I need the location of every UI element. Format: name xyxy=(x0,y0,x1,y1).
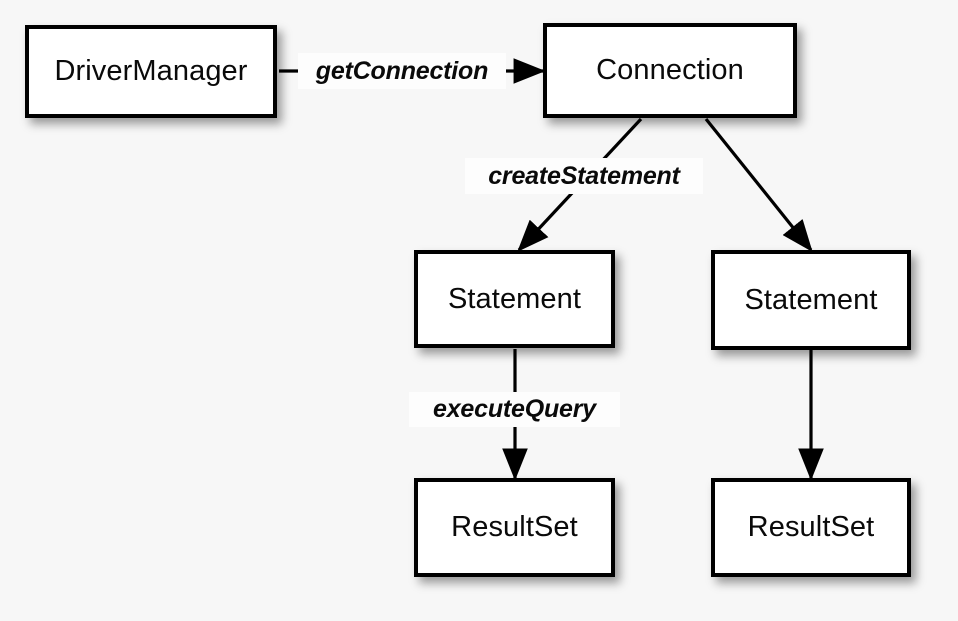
node-driver-manager-label: DriverManager xyxy=(54,55,248,87)
node-resultset-right[interactable]: ResultSet xyxy=(711,478,911,577)
node-statement-right[interactable]: Statement xyxy=(711,250,911,350)
edge-label-get-connection: getConnection xyxy=(298,53,506,89)
node-resultset-left[interactable]: ResultSet xyxy=(414,478,615,577)
node-connection[interactable]: Connection xyxy=(543,23,797,118)
node-resultset-right-label: ResultSet xyxy=(747,511,875,543)
edge-label-execute-query: executeQuery xyxy=(409,392,620,427)
node-statement-right-label: Statement xyxy=(744,283,878,316)
node-driver-manager[interactable]: DriverManager xyxy=(25,25,277,118)
node-statement-left-label: Statement xyxy=(447,282,582,315)
node-resultset-left-label: ResultSet xyxy=(451,511,578,543)
edge-create-statement-right-line xyxy=(704,117,813,252)
edge-label-create-statement: createStatement xyxy=(465,158,703,194)
node-statement-left[interactable]: Statement xyxy=(414,250,615,348)
node-connection-label: Connection xyxy=(596,54,744,86)
